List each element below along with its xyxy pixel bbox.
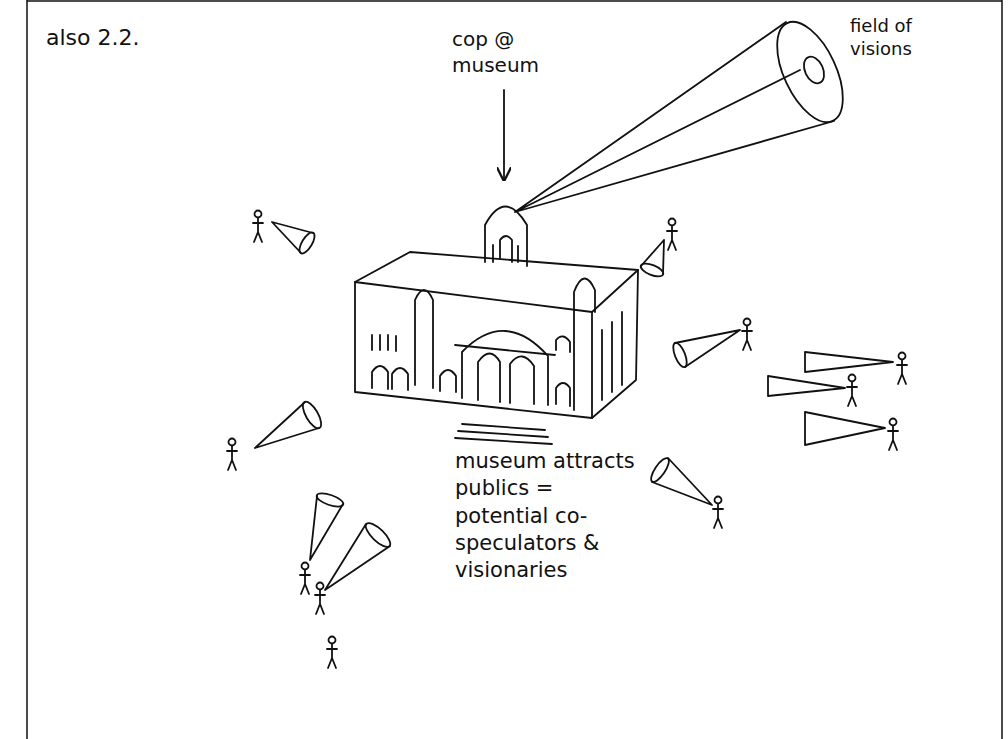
pointer-arrow <box>503 90 505 180</box>
callout-label: cop @ museum <box>452 26 556 78</box>
viewer-figure <box>253 211 317 256</box>
viewer-figure-group <box>300 491 394 668</box>
vision-cone <box>515 12 856 212</box>
caption-note: museum attracts publics = potential co-s… <box>455 448 640 584</box>
viewer-figure <box>648 456 723 528</box>
viewer-figure <box>227 399 325 470</box>
viewer-figure <box>639 219 677 280</box>
museum-building <box>355 207 638 445</box>
callout-label: field of visions <box>850 14 930 61</box>
page-frame <box>27 0 1002 739</box>
viewer-figure <box>670 319 752 369</box>
viewer-figure-group <box>768 352 907 450</box>
note-label: also 2.2. <box>46 24 186 53</box>
